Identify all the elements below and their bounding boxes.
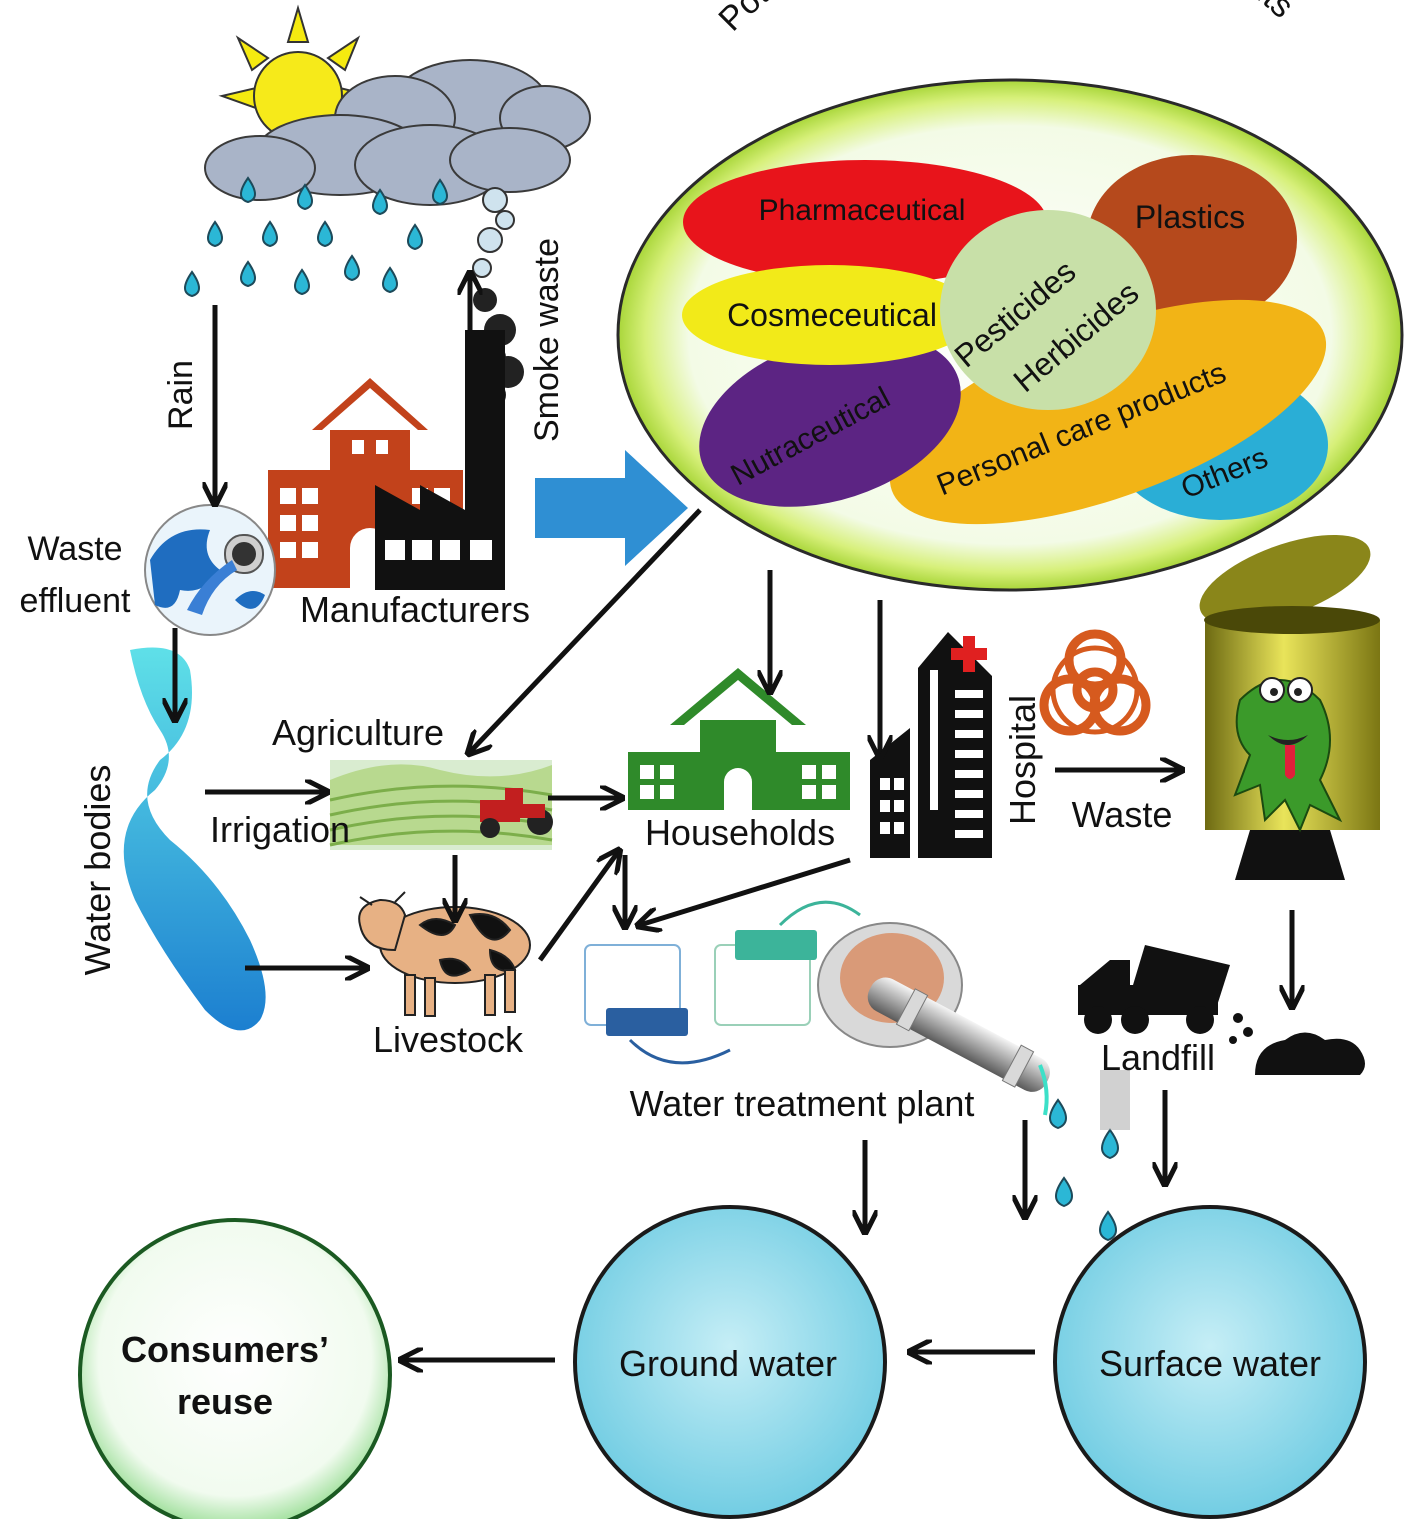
nutraceutical-blob — [699, 333, 961, 507]
tractor-icon — [480, 788, 553, 838]
water-treatment-plant-icon — [584, 900, 1050, 1116]
waste-effluent-label-2: effluent — [20, 582, 131, 620]
sources-to-agriculture-arrow — [470, 508, 702, 752]
water-treatment-plant-label: Water treatment plant — [630, 1083, 975, 1124]
households-label: Households — [645, 812, 835, 853]
surface-water-circle — [1053, 1205, 1367, 1519]
smoke-waste-label: Smoke waste — [528, 238, 566, 442]
monster-icon — [1233, 677, 1343, 833]
pharmaceutical-blob — [683, 160, 1047, 284]
agriculture-label: Agriculture — [272, 712, 444, 753]
hospital-icon — [870, 632, 992, 858]
irrigation-label: Irrigation — [210, 809, 350, 850]
water-drops-icon — [1049, 1098, 1119, 1242]
livestock-to-households-arrow — [537, 852, 618, 962]
waste-effluent-globe-icon — [144, 504, 276, 636]
cosmeceutical-blob — [682, 265, 978, 365]
landfill-truck-icon — [1078, 945, 1365, 1075]
hospital-label: Hospital — [1002, 695, 1043, 825]
surface-water-label: Surface water — [1099, 1343, 1321, 1384]
sources-title: Potential sources of emerging pollutants — [711, 0, 1301, 39]
ground-water-circle — [573, 1205, 887, 1519]
big-blue-arrow — [535, 450, 688, 566]
biohazard-icon — [1039, 629, 1151, 736]
flow-arrows — [175, 275, 1292, 1360]
agriculture-field-icon — [329, 760, 553, 850]
rain-label: Rain — [162, 360, 200, 430]
ground-water-label: Ground water — [619, 1343, 837, 1384]
waste-effluent-label-1: Waste — [27, 530, 122, 568]
households-icon — [628, 668, 850, 810]
water-bodies-label: Water bodies — [77, 765, 118, 976]
cow-icon — [358, 891, 531, 1017]
consumers-reuse-circle — [78, 1218, 392, 1524]
landfill-seepage — [1100, 1070, 1130, 1130]
raindrops-icon — [184, 176, 448, 298]
cosmeceutical-label: Cosmeceutical — [727, 297, 937, 333]
landfill-label: Landfill — [1101, 1037, 1215, 1078]
consumers-reuse-label-2: reuse — [177, 1381, 273, 1422]
trash-bin-icon — [1199, 534, 1380, 880]
plastics-label: Plastics — [1135, 199, 1245, 235]
personal-care-blob — [889, 299, 1327, 525]
waste-label: Waste — [1072, 794, 1173, 835]
cloud-icon — [204, 59, 591, 206]
pharmaceutical-label: Pharmaceutical — [759, 194, 966, 227]
pesticides-blob — [940, 210, 1156, 410]
livestock-label: Livestock — [373, 1019, 524, 1060]
consumers-reuse-label-1: Consumers’ — [121, 1329, 329, 1370]
hospital-to-treatment-arrow — [640, 857, 851, 925]
manufacturers-label: Manufacturers — [300, 589, 530, 630]
river-icon — [123, 647, 266, 1031]
